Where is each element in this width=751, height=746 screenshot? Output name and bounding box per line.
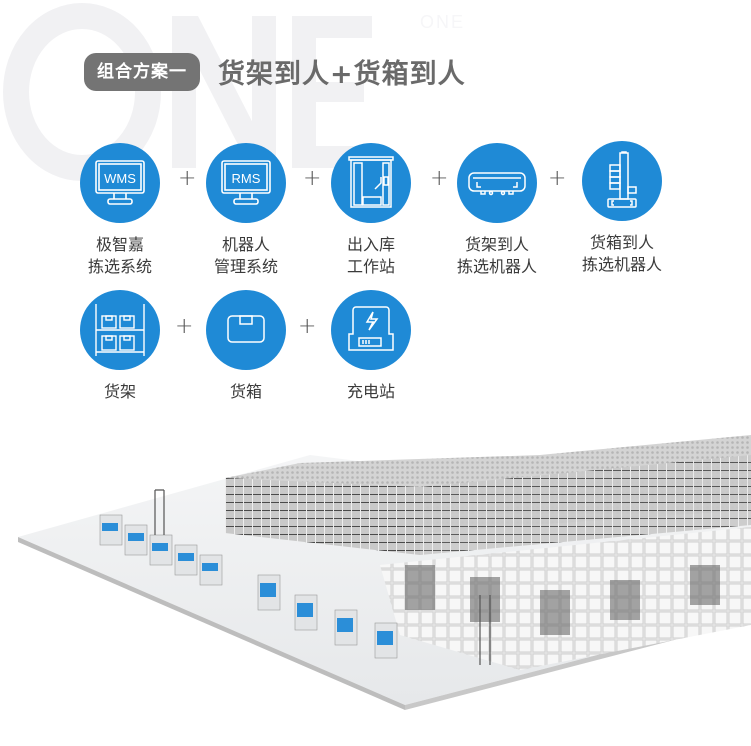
watermark-letter-n-diag — [172, 16, 276, 168]
shelf-icon — [80, 290, 160, 370]
label-line1: 货架到人 — [464, 235, 529, 254]
shelf-units — [405, 565, 720, 635]
component-tote-box: 货箱 — [181, 290, 311, 403]
label-line2: 拣选系统 — [87, 257, 152, 276]
component-rms: RMS 机器人 管理系统 — [181, 143, 311, 278]
charging-station-icon — [331, 290, 411, 370]
label-line1: 充电站 — [346, 382, 395, 401]
label-line2: 管理系统 — [213, 257, 278, 276]
rack-block-front — [225, 478, 420, 555]
wms-icon-text: WMS — [104, 171, 136, 186]
component-shelf: 货架 — [55, 290, 185, 403]
component-workstation: 出入库 工作站 — [306, 143, 436, 278]
plus-sign: + — [178, 166, 197, 191]
rack-block-side — [420, 455, 751, 555]
plus-sign: + — [303, 166, 322, 191]
workstation-icon — [331, 143, 411, 223]
label-line2: 拣选机器人 — [456, 257, 537, 276]
component-charging-station: 充电站 — [306, 290, 436, 403]
watermark-letter-e-top — [292, 16, 372, 38]
shelf-robot-icon — [457, 143, 537, 223]
label-line1: 出入库 — [346, 235, 395, 254]
label-line1: 机器人 — [221, 235, 270, 254]
header: 组合方案一 货架到人+货箱到人 — [84, 52, 466, 91]
tote-robot-icon — [582, 141, 662, 221]
component-tote-robot: 货箱到人 拣选机器人 — [557, 141, 687, 276]
plus-sign: + — [298, 314, 317, 339]
watermark-one: ONE — [420, 12, 466, 32]
label-line1: 极智嘉 — [95, 235, 144, 254]
label-line1: 货架 — [103, 382, 136, 401]
floor-edge-left — [18, 537, 405, 710]
label-line2: 工作站 — [346, 257, 395, 276]
plus-sign: + — [548, 166, 567, 191]
plus-sign: + — [175, 314, 194, 339]
component-wms: WMS 极智嘉 拣选系统 — [55, 143, 185, 278]
wms-monitor-icon: WMS — [80, 143, 160, 223]
rms-icon-text: RMS — [232, 171, 261, 186]
watermark-letter-n-right — [252, 16, 276, 168]
tote-box-icon — [206, 290, 286, 370]
plus-sign: + — [430, 166, 449, 191]
label-line2: 拣选机器人 — [581, 255, 662, 274]
workstations — [99, 489, 491, 665]
label-line1: 货箱到人 — [589, 233, 654, 252]
warehouse-illustration — [18, 435, 751, 710]
page-title: 货架到人+货箱到人 — [218, 59, 466, 90]
rms-monitor-icon: RMS — [206, 143, 286, 223]
watermark-letter-e-mid — [292, 82, 364, 102]
component-shelf-robot: 货架到人 拣选机器人 — [432, 143, 562, 278]
label-line1: 货箱 — [229, 382, 262, 401]
scheme-badge: 组合方案一 — [84, 52, 200, 91]
